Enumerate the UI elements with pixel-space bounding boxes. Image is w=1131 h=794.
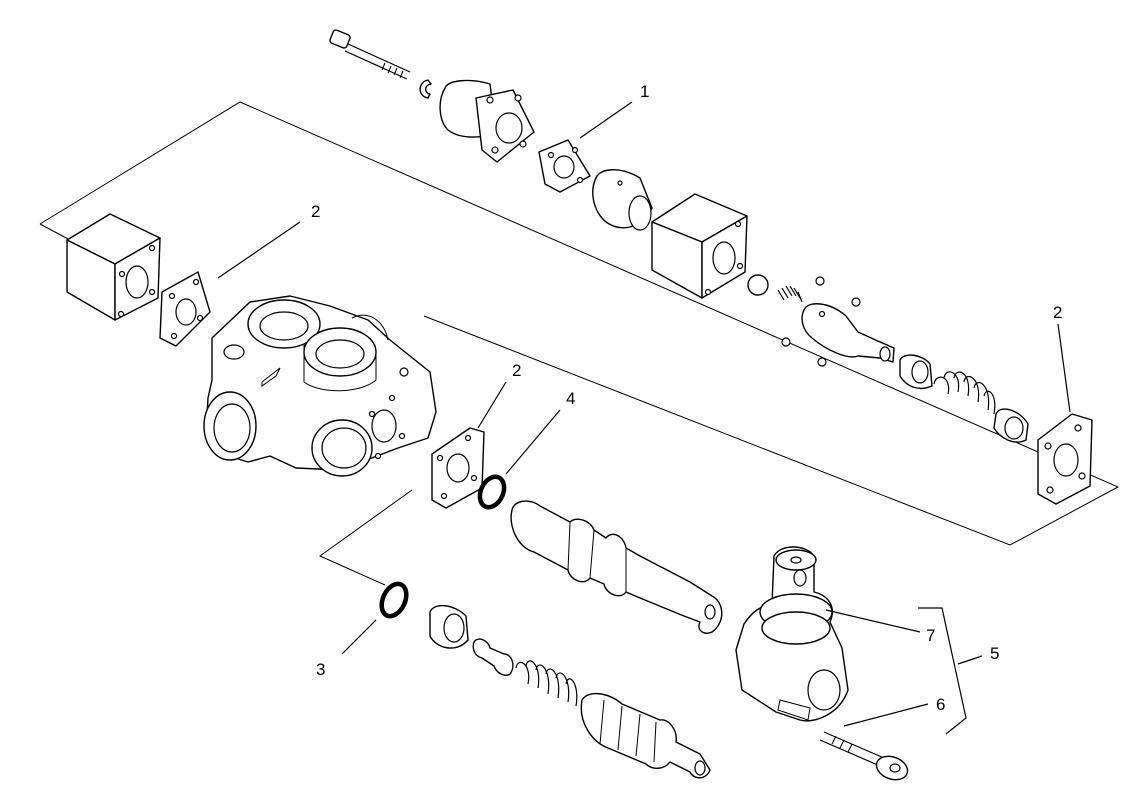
callout-4: 4 bbox=[566, 389, 575, 408]
callout-labels: 1 2 2 2 4 3 7 5 6 bbox=[311, 82, 1062, 714]
o-ring-item-4 bbox=[477, 474, 507, 510]
callout-3: 3 bbox=[316, 660, 325, 679]
left-flange bbox=[159, 271, 211, 347]
callout-7: 7 bbox=[926, 626, 935, 645]
callout-5: 5 bbox=[990, 644, 999, 663]
main-spool bbox=[510, 500, 723, 634]
reference-outline bbox=[39, 101, 1120, 586]
relief-poppet bbox=[472, 638, 514, 676]
relief-adjuster bbox=[580, 693, 711, 779]
small-balls bbox=[781, 276, 861, 367]
relief-seat bbox=[429, 605, 469, 649]
right-flange bbox=[1037, 413, 1093, 505]
gasket-item-1 bbox=[538, 139, 591, 193]
callout-2-center: 2 bbox=[512, 361, 521, 380]
bracket-bolt bbox=[819, 731, 909, 781]
tube bbox=[592, 169, 653, 231]
o-ring-item-3 bbox=[379, 581, 409, 619]
sleeve-nut bbox=[899, 354, 933, 390]
lever-bracket bbox=[735, 546, 849, 722]
callout-2-left: 2 bbox=[311, 202, 320, 221]
leader-lines bbox=[217, 101, 1071, 735]
ball bbox=[747, 274, 769, 296]
small-spring bbox=[777, 285, 803, 303]
upper-right-block bbox=[651, 193, 748, 299]
spring-cap bbox=[993, 408, 1029, 443]
center-flange bbox=[431, 427, 485, 509]
relief-spring bbox=[515, 660, 578, 707]
solenoid-coil bbox=[439, 79, 535, 163]
large-spring-upper bbox=[933, 371, 996, 415]
callout-2-right: 2 bbox=[1053, 303, 1062, 322]
callout-1: 1 bbox=[640, 82, 649, 101]
top-bolt bbox=[329, 29, 411, 80]
valve-body bbox=[203, 295, 437, 477]
poppet-spool bbox=[801, 303, 895, 363]
snap-ring bbox=[419, 79, 432, 99]
left-block bbox=[66, 213, 161, 321]
callout-6: 6 bbox=[936, 695, 945, 714]
